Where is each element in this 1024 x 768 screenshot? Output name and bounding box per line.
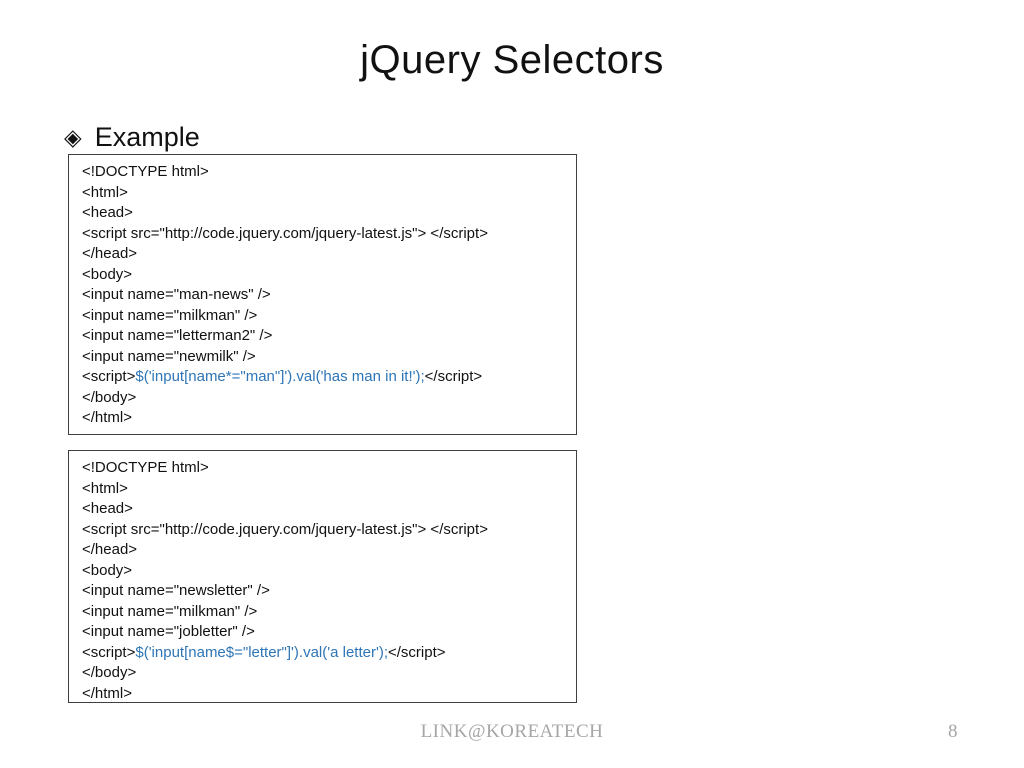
section-heading-label: Example: [94, 122, 200, 152]
code-segment: <!DOCTYPE html>: [82, 163, 209, 180]
code-line: <head>: [82, 203, 570, 224]
code-segment: <input name="newmilk" />: [82, 347, 256, 365]
diamond-bullet-icon: ◈: [64, 124, 82, 150]
code-segment: </body>: [82, 664, 137, 681]
code-line: <input name="newmilk" />: [82, 347, 570, 368]
jquery-code-segment: $('input[name*="man"]').val('has man in …: [135, 368, 425, 385]
code-line: </body>: [82, 388, 570, 409]
code-segment: </html>: [82, 684, 133, 702]
code-segment: <input name="letterman2" />: [82, 327, 273, 344]
code-segment: <html>: [82, 183, 128, 201]
code-line: <input name="man-news" />: [82, 285, 570, 306]
page-title: jQuery Selectors: [360, 38, 664, 82]
code-line: <!DOCTYPE html>: [82, 458, 570, 479]
section-heading: ◈ Example: [64, 122, 200, 153]
code-line: </html>: [82, 684, 570, 703]
code-segment: </script>: [424, 368, 483, 385]
code-line: <input name="jobletter" />: [82, 622, 570, 643]
code-segment: <input name="newsletter" />: [82, 582, 270, 599]
code-segment: <!DOCTYPE html>: [82, 459, 209, 476]
code-line: <html>: [82, 479, 570, 500]
code-segment: <head>: [82, 204, 133, 221]
code-segment: <input name="jobletter" />: [82, 623, 255, 640]
code-line: </html>: [82, 408, 570, 429]
code-line: <!DOCTYPE html>: [82, 162, 570, 183]
code-line: </head>: [82, 540, 570, 561]
code-segment: </head>: [82, 245, 138, 262]
code-segment: </script>: [388, 643, 446, 661]
code-segment: </head>: [82, 541, 138, 558]
code-line: <body>: [82, 265, 570, 286]
code-line: <input name="letterman2" />: [82, 326, 570, 347]
code-line: </head>: [82, 244, 570, 265]
jquery-code-segment: $('input[name$="letter"]').val('a letter…: [135, 643, 388, 661]
code-line: <input name="milkman" />: [82, 306, 570, 327]
page-number: 8: [948, 721, 958, 742]
code-segment: <script>: [82, 368, 136, 385]
code-segment: </html>: [82, 409, 133, 426]
code-line: <script>$('input[name*="man"]').val('has…: [82, 367, 570, 388]
code-line: <input name="newsletter" />: [82, 581, 570, 602]
code-line: <body>: [82, 561, 570, 582]
code-line: <head>: [82, 499, 570, 520]
code-box-contains-example: <!DOCTYPE html> <html> <head> <script src="…: [68, 154, 577, 435]
code-segment: <script src="http://code.jquery.com/jque…: [82, 224, 488, 242]
code-line: <script src="http://code.jquery.com/jque…: [82, 520, 570, 541]
code-segment: <html>: [82, 479, 128, 497]
code-segment: <head>: [82, 500, 133, 517]
code-segment: <input name="milkman" />: [82, 602, 258, 620]
code-line: <html>: [82, 183, 570, 204]
code-line: <script src="http://code.jquery.com/jque…: [82, 224, 570, 245]
code-segment: <input name="milkman" />: [82, 306, 258, 324]
code-segment: <script>: [82, 643, 136, 661]
code-segment: <body>: [82, 561, 133, 579]
code-box-endswith-example: <!DOCTYPE html> <html> <head> <script src="…: [68, 450, 577, 703]
code-line: <input name="milkman" />: [82, 602, 570, 623]
code-segment: <script src="http://code.jquery.com/jque…: [82, 520, 488, 538]
code-line: <script>$('input[name$="letter"]').val('…: [82, 643, 570, 664]
code-segment: <input name="man-news" />: [82, 286, 271, 303]
code-line: </body>: [82, 663, 570, 684]
code-segment: </body>: [82, 388, 137, 406]
code-segment: <body>: [82, 265, 133, 283]
footer-text: LINK@KOREATECH: [420, 721, 604, 742]
